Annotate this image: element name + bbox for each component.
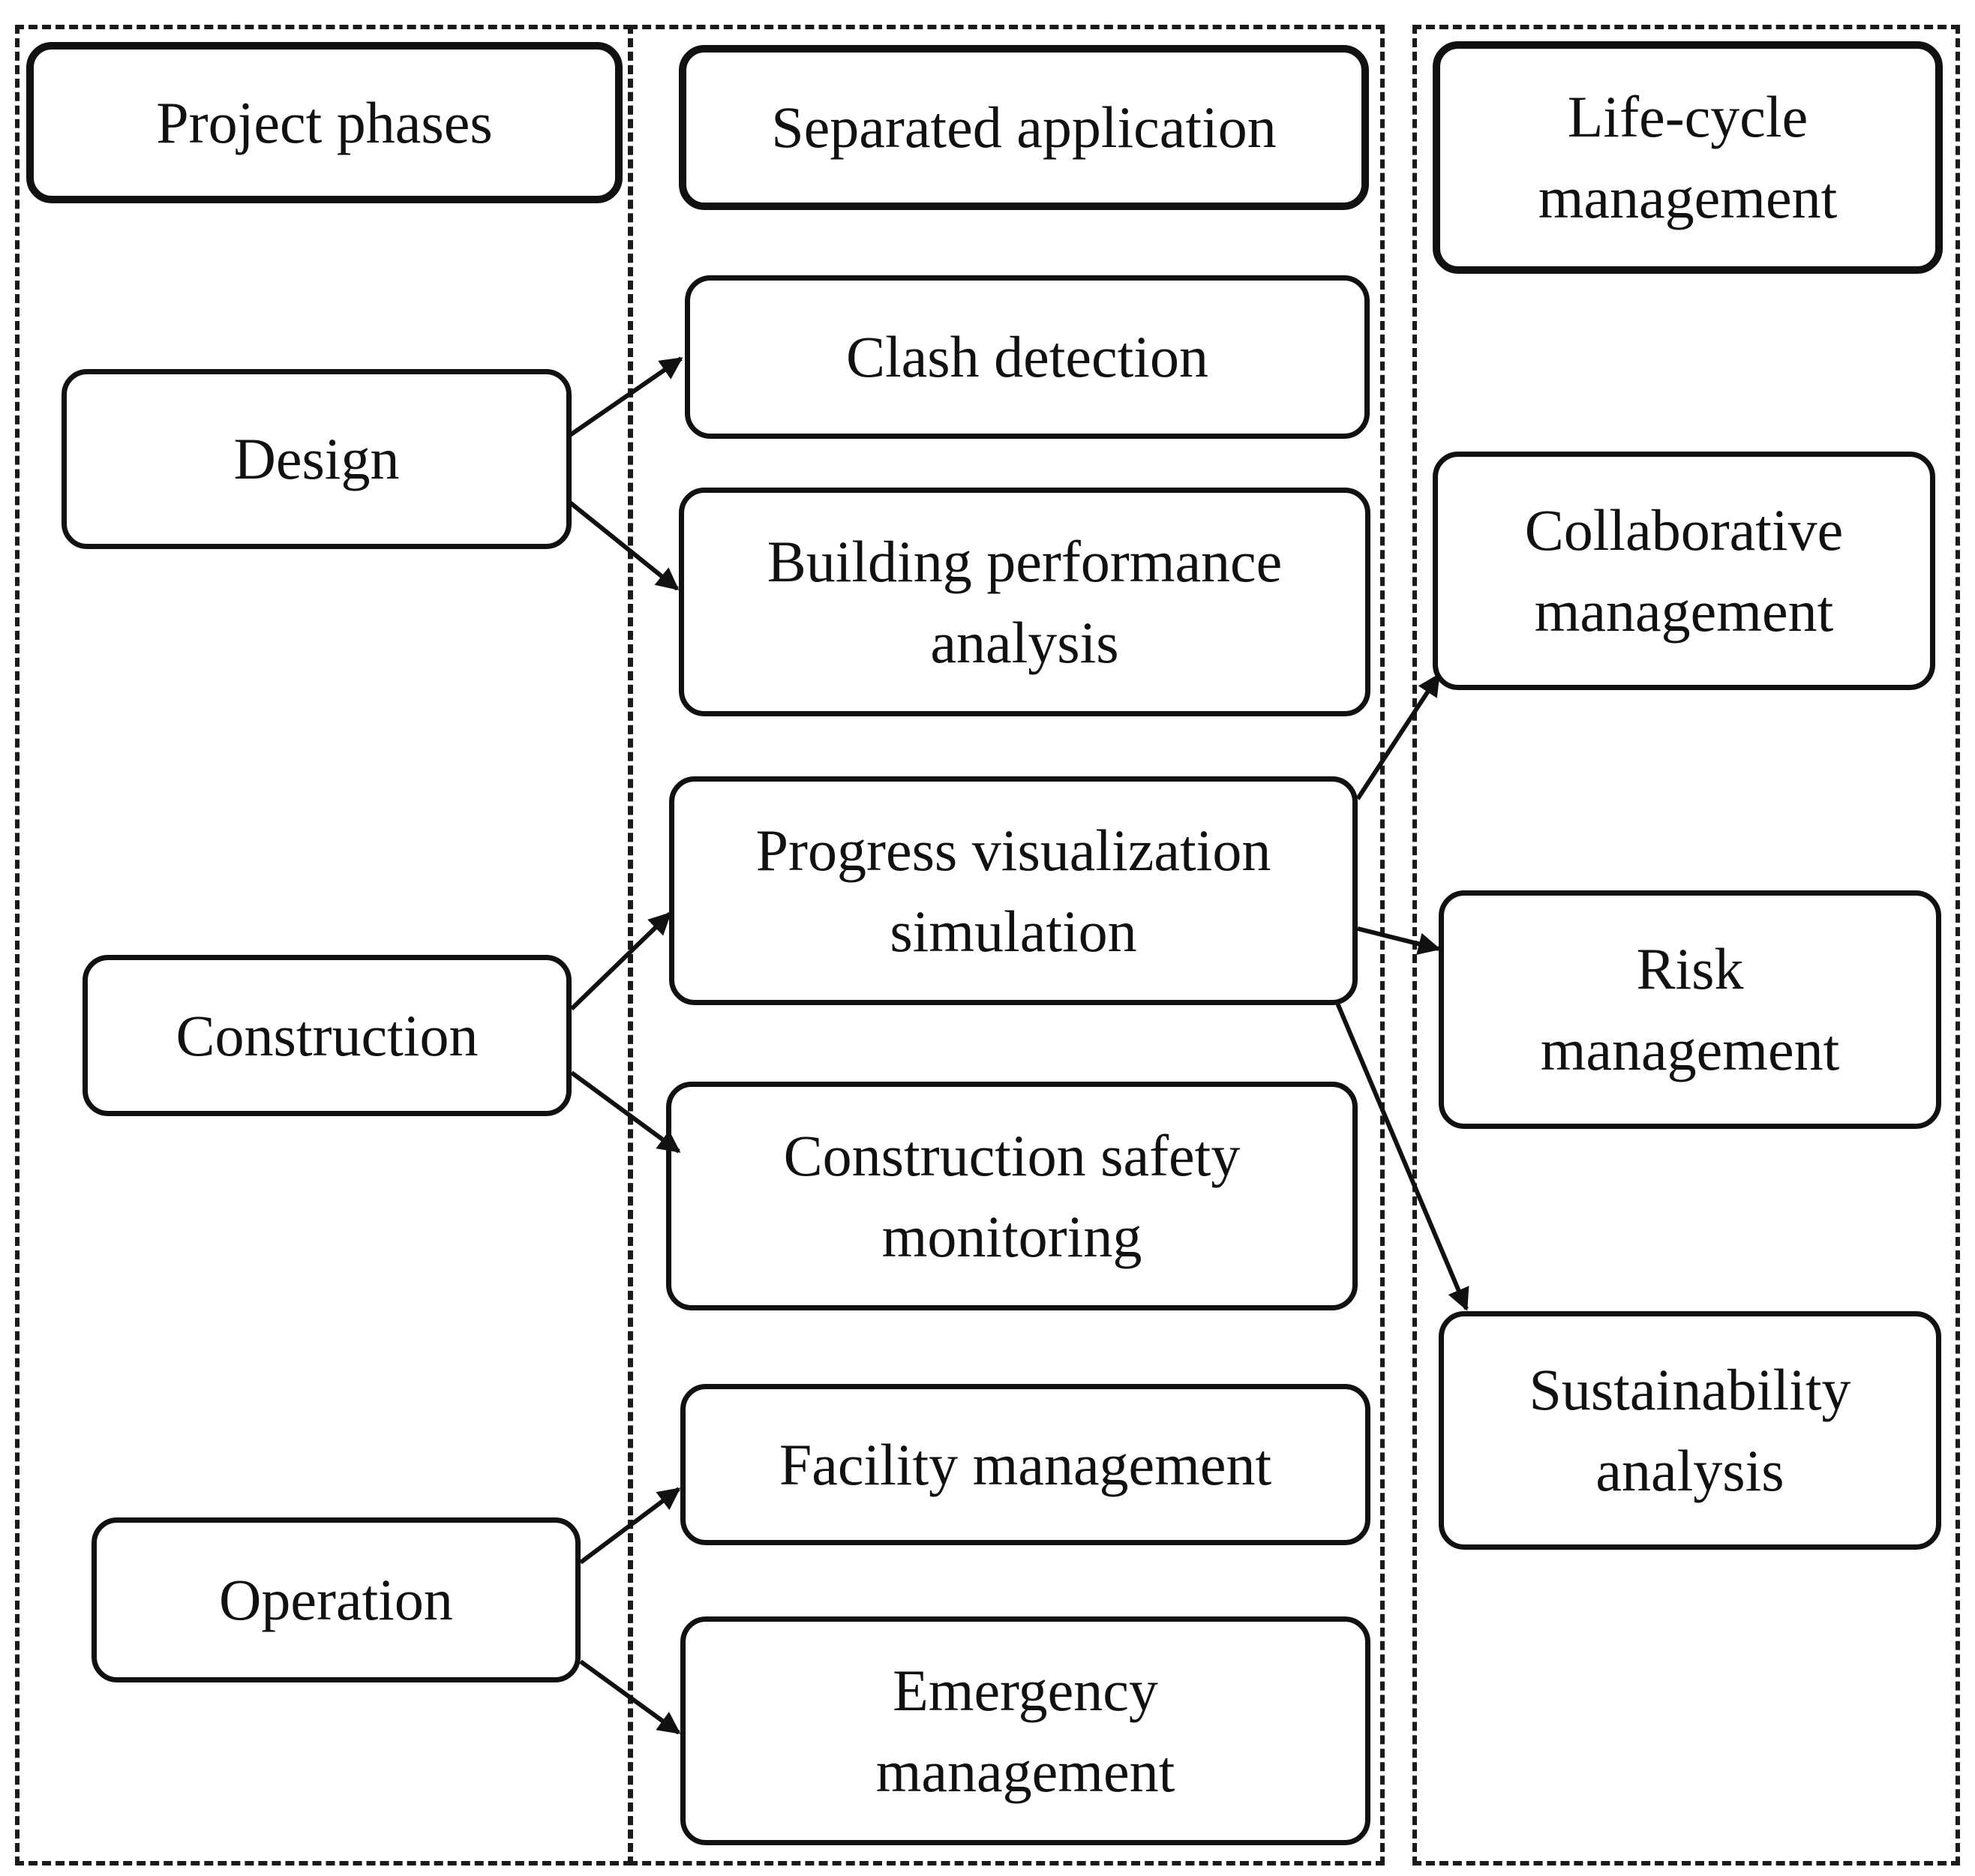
app-clash-detection: Clash detection — [685, 275, 1370, 439]
app-progress-visualization-simulation-label: Progress visualization simulation — [755, 817, 1271, 964]
app-construction-safety-monitoring-label: Construction safety monitoring — [783, 1122, 1241, 1269]
lifecycle-sustainability-analysis-label: Sustainability analysis — [1529, 1357, 1851, 1503]
app-building-performance-analysis: Building performance analysis — [679, 488, 1370, 716]
separated-application-header: Separated application — [679, 45, 1369, 210]
lifecycle-collaborative-management: Collaborative management — [1433, 452, 1935, 690]
phase-design: Design — [62, 369, 572, 549]
app-clash-detection-label: Clash detection — [845, 324, 1209, 389]
app-facility-management-label: Facility management — [779, 1431, 1272, 1497]
separated-application-header-label: Separated application — [771, 95, 1277, 160]
phase-design-label: Design — [233, 426, 400, 491]
lifecycle-sustainability-analysis: Sustainability analysis — [1439, 1311, 1941, 1550]
app-progress-visualization-simulation: Progress visualization simulation — [669, 776, 1358, 1005]
project-phases-header: Project phases — [26, 42, 623, 203]
life-cycle-management-header-label: Life-cycle management — [1538, 84, 1838, 230]
life-cycle-management-header: Life-cycle management — [1433, 41, 1943, 274]
app-emergency-management: Emergency management — [680, 1616, 1370, 1845]
app-facility-management: Facility management — [680, 1384, 1370, 1545]
app-emergency-management-label: Emergency management — [875, 1657, 1175, 1804]
project-phases-header-label: Project phases — [156, 89, 493, 155]
lifecycle-risk-management-label: Risk management — [1540, 936, 1840, 1082]
phase-construction-label: Construction — [176, 1002, 479, 1068]
phase-operation: Operation — [92, 1517, 581, 1682]
lifecycle-risk-management: Risk management — [1439, 890, 1941, 1129]
app-building-performance-analysis-label: Building performance analysis — [767, 528, 1283, 675]
app-construction-safety-monitoring: Construction safety monitoring — [666, 1082, 1358, 1310]
lifecycle-collaborative-management-label: Collaborative management — [1524, 497, 1844, 644]
phase-operation-label: Operation — [219, 1567, 453, 1632]
phase-construction: Construction — [83, 955, 572, 1116]
